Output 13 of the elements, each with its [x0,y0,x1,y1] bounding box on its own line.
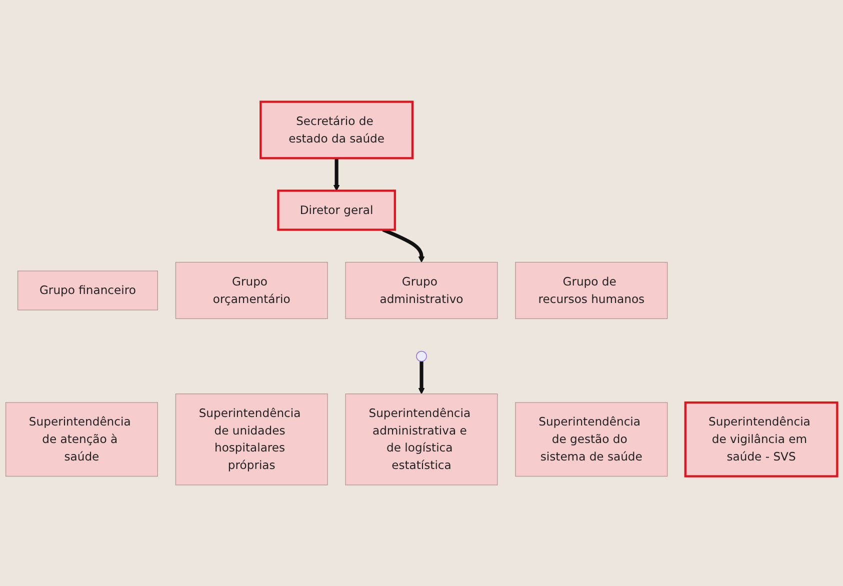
arrow [333,158,340,191]
node-box: Superintendência de gestão do sistema de saúde [515,402,668,476]
node-box: Grupo administrativo [345,262,498,319]
arrow [418,360,425,394]
node-box: Superintendência de unidades hospitalares próprias [175,393,328,485]
node-box: Superintendência de atenção à saúde [5,402,158,476]
node-box: Superintendência de vigilância em saúde - SVS [684,401,838,477]
node-box: Diretor geral [277,189,396,230]
node-box: Grupo orçamentário [175,262,328,319]
node-box: Grupo de recursos humanos [515,262,668,319]
node-box: Secretário de estado da saúde [260,100,414,159]
node-box: Grupo financeiro [17,270,158,310]
node-box: Superintendência administrativa e de logística estatística [345,393,498,485]
